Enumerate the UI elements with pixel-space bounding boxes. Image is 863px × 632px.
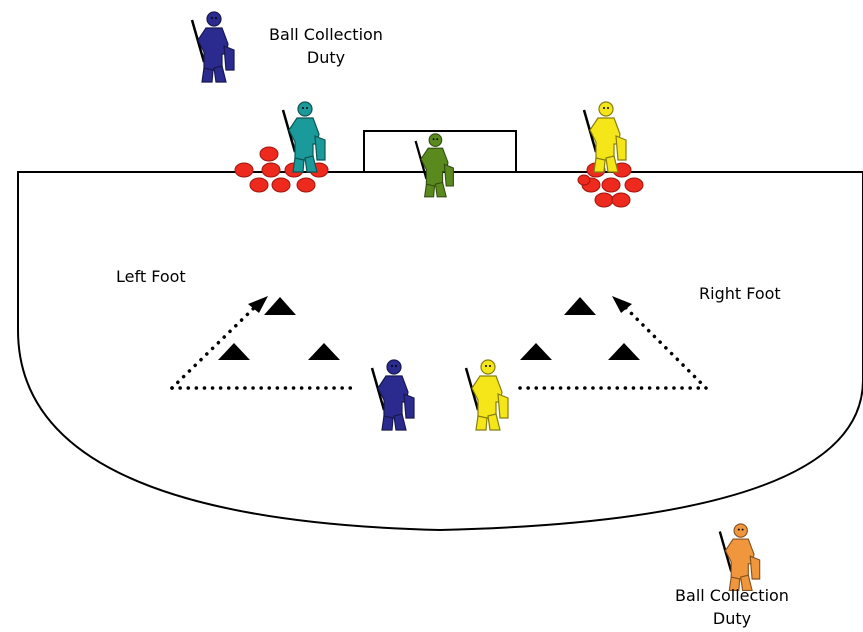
figure-part: [497, 393, 509, 419]
face-detail: [395, 365, 397, 367]
right-run-arrowhead: [612, 296, 632, 313]
right-run-line-diagonal: [622, 304, 708, 390]
ball-collection-bottom-line1: Ball Collection: [675, 586, 789, 605]
ball: [624, 177, 644, 193]
ball: [234, 162, 254, 178]
figure-part: [386, 359, 402, 375]
cone: [608, 343, 640, 360]
cone: [308, 343, 340, 360]
figure-part: [423, 183, 436, 198]
ball: [259, 146, 279, 162]
figure-part: [213, 65, 227, 83]
yellow-player-center-figure: [464, 359, 509, 431]
cone: [520, 343, 552, 360]
face-detail: [741, 528, 744, 531]
figure-part: [292, 157, 305, 173]
ball: [261, 162, 281, 178]
figure-part: [403, 393, 415, 419]
figure-part: [428, 133, 443, 147]
ball-collection-top-label: Ball Collection Duty: [254, 23, 398, 69]
face-detail: [391, 365, 393, 367]
figure-part: [598, 101, 614, 117]
figure-part: [605, 155, 619, 173]
navy-player-center-figure: [370, 359, 415, 431]
ball-collection-bottom-label: Ball Collection Duty: [660, 584, 804, 630]
figure-part: [724, 538, 755, 580]
ball: [611, 192, 631, 208]
cone: [218, 343, 250, 360]
figures: [190, 11, 761, 591]
left-foot-label: Left Foot: [116, 267, 186, 286]
figure-part: [304, 155, 318, 173]
ball: [577, 174, 591, 186]
figure-part: [487, 413, 501, 431]
goal: [363, 130, 517, 172]
figure-part: [197, 27, 229, 71]
face-detail: [436, 138, 439, 141]
figure-part: [480, 359, 496, 375]
figure-part: [297, 101, 313, 117]
figure-part: [589, 117, 621, 161]
left-ball-pile: [234, 146, 329, 193]
face-detail: [306, 107, 308, 109]
left-run-line-diagonal: [170, 304, 258, 390]
left-cones: [218, 297, 340, 360]
left-run-arrowhead: [248, 296, 268, 313]
right-cones: [520, 297, 640, 360]
figure-part: [740, 574, 753, 591]
yellow-player-top-figure: [582, 101, 627, 173]
figure-part: [443, 163, 454, 187]
face-detail: [302, 107, 304, 109]
cone: [264, 297, 296, 315]
face-detail: [607, 107, 609, 109]
ball-collector-top-figure: [190, 11, 235, 83]
figure-part: [377, 375, 409, 419]
ball-collector-bottom-figure: [718, 523, 761, 591]
figure-part: [475, 415, 488, 431]
figure-part: [434, 181, 447, 198]
ball: [271, 177, 291, 193]
cone: [564, 297, 596, 315]
figure-part: [206, 11, 222, 27]
figure-part: [420, 147, 449, 187]
ball: [249, 177, 269, 193]
face-detail: [215, 17, 217, 19]
figure-part: [728, 576, 741, 591]
goalkeeper-figure: [414, 133, 454, 198]
face-detail: [489, 365, 491, 367]
face-detail: [737, 528, 740, 531]
teal-player-figure: [281, 101, 326, 173]
figure-part: [471, 375, 503, 419]
figure-part: [381, 415, 394, 431]
right-foot-label: Right Foot: [699, 284, 781, 303]
figure-part: [593, 157, 606, 173]
face-detail: [211, 17, 213, 19]
face-detail: [432, 138, 435, 141]
ball: [594, 192, 614, 208]
ball-collection-bottom-line2: Duty: [712, 609, 752, 628]
ball: [601, 177, 621, 193]
shooting-circle: [17, 171, 863, 532]
ball: [296, 177, 316, 193]
face-detail: [603, 107, 605, 109]
face-detail: [485, 365, 487, 367]
figure-part: [615, 135, 627, 161]
figure-part: [223, 45, 235, 71]
figure-part: [733, 523, 748, 538]
figure-part: [288, 117, 320, 161]
figure-part: [749, 555, 761, 580]
ball-collection-top-line2: Duty: [306, 48, 346, 67]
figure-part: [314, 135, 326, 161]
figure-part: [201, 67, 214, 83]
ball-collection-top-line1: Ball Collection: [269, 25, 383, 44]
figure-part: [393, 413, 407, 431]
